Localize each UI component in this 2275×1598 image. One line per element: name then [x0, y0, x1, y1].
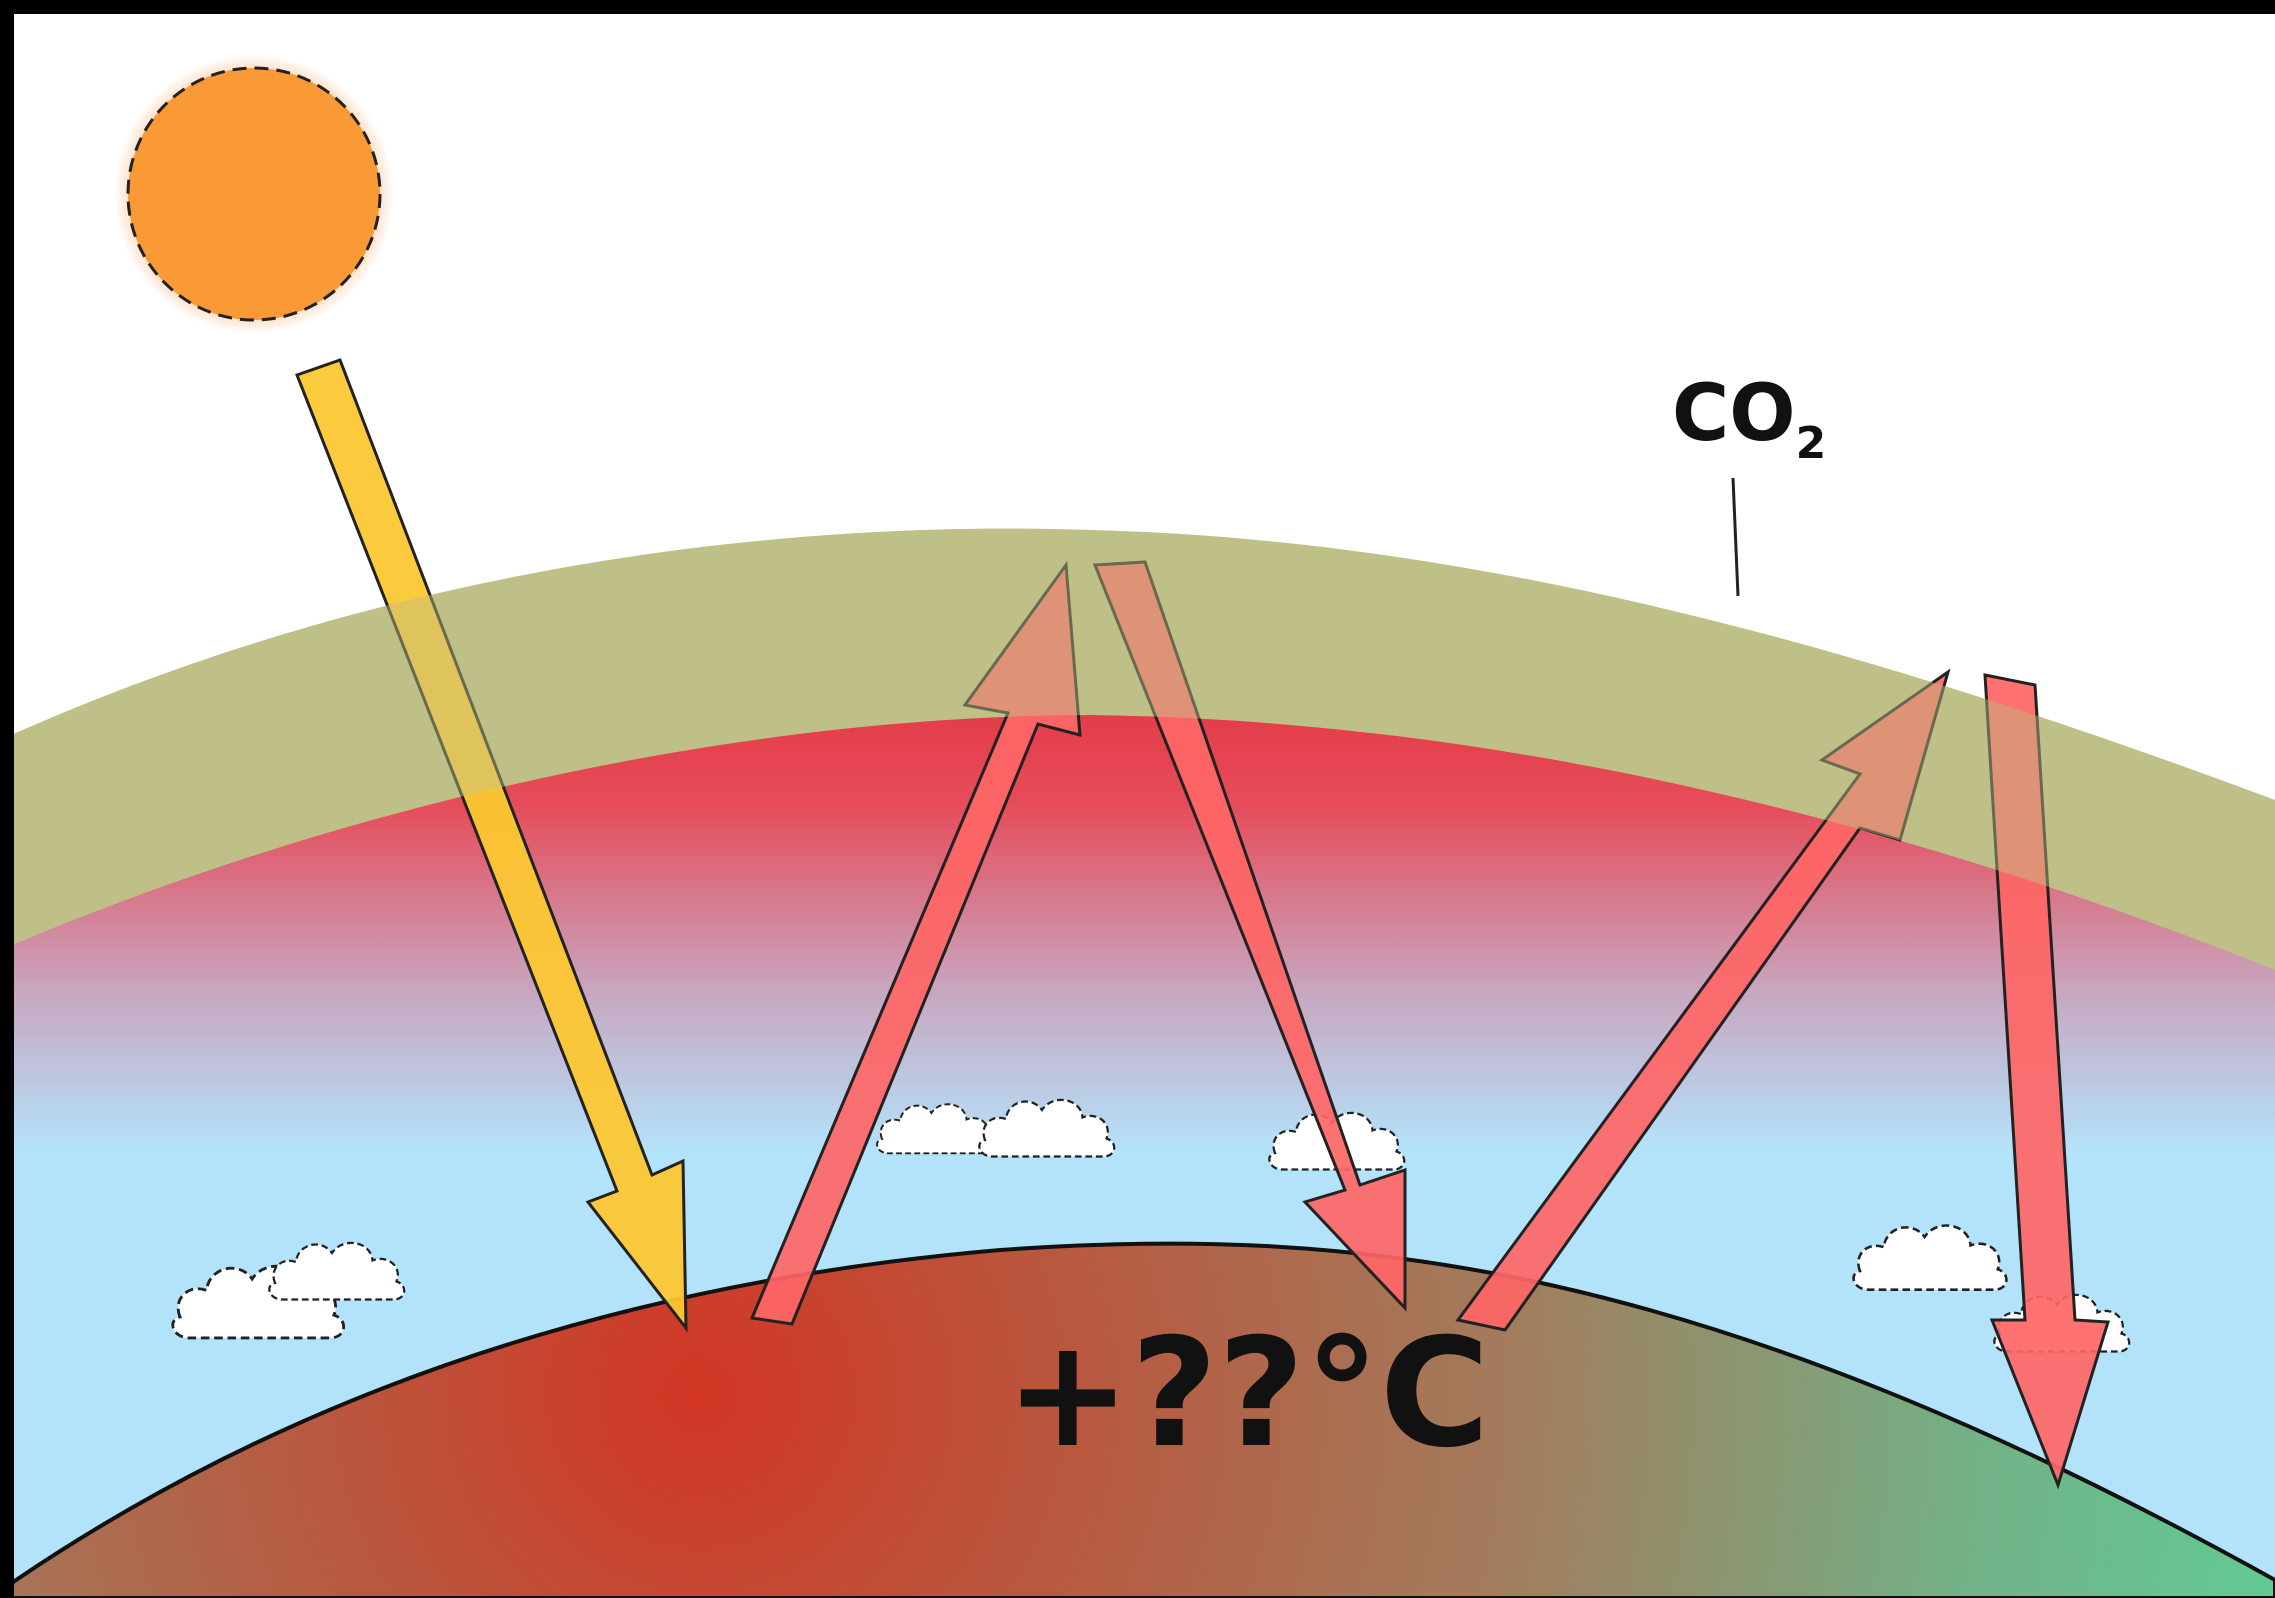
incoming-solar-arrow	[295, 358, 688, 1333]
temperature-label: +??°C	[1005, 1307, 1490, 1481]
infrared-up-arrow-2	[1455, 668, 1951, 1332]
earth-surface	[14, 1241, 2275, 1598]
sun-icon	[114, 54, 394, 334]
infrared-up-arrow-1	[749, 560, 1082, 1326]
infrared-down-arrow-2	[1983, 673, 2110, 1490]
co2-layer-overlay	[14, 528, 2275, 970]
co2-leader-line	[1731, 477, 1740, 597]
co2-label: CO2	[1672, 369, 1826, 469]
infrared-down-arrow-1	[1092, 560, 1407, 1312]
